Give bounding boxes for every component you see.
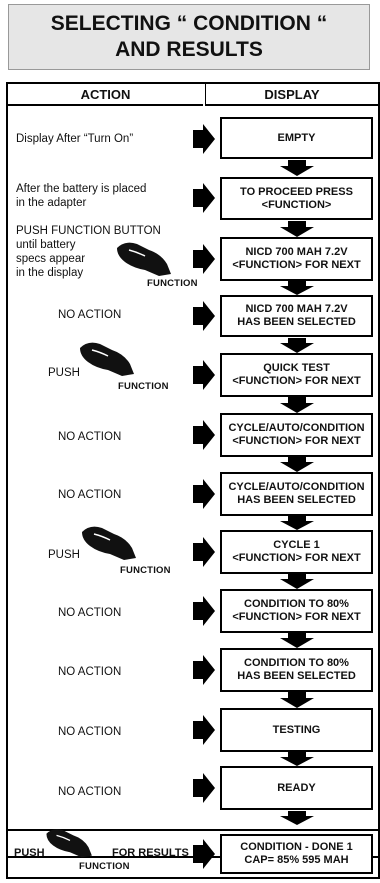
step-2-display-line-1: TO PROCEED PRESS bbox=[240, 185, 353, 198]
step-4-action: NO ACTION bbox=[58, 309, 122, 321]
step-8-display: CYCLE 1 <FUNCTION> FOR NEXT bbox=[220, 530, 373, 574]
step-13-display-line-2: CAP= 85% 595 MAH bbox=[244, 854, 349, 866]
table-frame-right bbox=[378, 82, 380, 858]
down-arrow-icon bbox=[280, 457, 314, 477]
step-7-display: CYCLE/AUTO/CONDITION HAS BEEN SELECTED bbox=[220, 472, 373, 516]
step-7-display-line-1: CYCLE/AUTO/CONDITION bbox=[228, 481, 365, 493]
step-8-action: PUSH bbox=[48, 549, 80, 561]
step-4-display: NICD 700 MAH 7.2V HAS BEEN SELECTED bbox=[220, 295, 373, 337]
step-13-display: CONDITION - DONE 1 CAP= 85% 595 MAH bbox=[220, 834, 373, 874]
step-7-action: NO ACTION bbox=[58, 489, 122, 501]
title-line-2: AND RESULTS bbox=[115, 38, 263, 61]
step-6-display-line-2: <FUNCTION> FOR NEXT bbox=[232, 435, 361, 447]
down-arrow-icon bbox=[280, 574, 314, 594]
step-8-function-button-label: FUNCTION bbox=[120, 565, 171, 576]
step-4-display-line-2: HAS BEEN SELECTED bbox=[237, 316, 356, 328]
table-frame bbox=[6, 82, 378, 858]
step-2-display: TO PROCEED PRESS <FUNCTION> bbox=[220, 177, 373, 220]
step-9-display: CONDITION TO 80% <FUNCTION> FOR NEXT bbox=[220, 589, 373, 633]
step-9-display-line-2: <FUNCTION> FOR NEXT bbox=[232, 611, 361, 623]
down-arrow-icon bbox=[280, 752, 314, 771]
down-arrow-icon bbox=[280, 221, 314, 242]
step-5-display-line-2: <FUNCTION> FOR NEXT bbox=[232, 375, 361, 387]
step-2-action-line-1: After the battery is placed bbox=[16, 183, 147, 195]
step-9-action: NO ACTION bbox=[58, 607, 122, 619]
finger-press-icon bbox=[40, 827, 100, 864]
down-arrow-icon bbox=[280, 397, 314, 418]
step-5-function-button-label: FUNCTION bbox=[118, 381, 169, 392]
step-3-display: NICD 700 MAH 7.2V <FUNCTION> FOR NEXT bbox=[220, 237, 373, 281]
step-8-display-line-2: <FUNCTION> FOR NEXT bbox=[232, 552, 361, 564]
step-4-display-line-1: NICD 700 MAH 7.2V bbox=[245, 303, 348, 315]
step-6-display-line-1: CYCLE/AUTO/CONDITION bbox=[228, 422, 365, 434]
down-arrow-icon bbox=[280, 338, 314, 358]
step-11-action: NO ACTION bbox=[58, 726, 122, 738]
step-2-display-line-2: <FUNCTION> bbox=[261, 198, 332, 211]
step-7-display-line-2: HAS BEEN SELECTED bbox=[237, 494, 356, 506]
step-10-display-line-2: HAS BEEN SELECTED bbox=[237, 670, 356, 682]
step-11-display: TESTING bbox=[220, 708, 373, 752]
results-row bbox=[6, 829, 380, 879]
down-arrow-icon bbox=[280, 160, 314, 181]
step-3-action-line-1: PUSH FUNCTION BUTTON bbox=[16, 225, 161, 237]
down-arrow-icon bbox=[280, 692, 314, 713]
step-13-action-suffix: FOR RESULTS bbox=[112, 847, 189, 859]
step-10-display-line-1: CONDITION TO 80% bbox=[244, 657, 349, 669]
step-12-action: NO ACTION bbox=[58, 786, 122, 798]
step-3-display-line-2: <FUNCTION> FOR NEXT bbox=[232, 259, 361, 271]
step-10-display: CONDITION TO 80% HAS BEEN SELECTED bbox=[220, 648, 373, 692]
step-11-display-line-1: TESTING bbox=[272, 723, 321, 736]
step-3-display-line-1: NICD 700 MAH 7.2V bbox=[245, 246, 348, 258]
step-13-display-line-1: CONDITION - DONE 1 bbox=[240, 841, 353, 853]
step-13-action: PUSH bbox=[14, 847, 45, 859]
step-3-action-line-2: until battery bbox=[16, 239, 76, 251]
step-5-display: QUICK TEST <FUNCTION> FOR NEXT bbox=[220, 353, 373, 397]
step-1-action: Display After “Turn On” bbox=[16, 133, 134, 145]
step-6-display: CYCLE/AUTO/CONDITION <FUNCTION> FOR NEXT bbox=[220, 413, 373, 457]
step-10-action: NO ACTION bbox=[58, 666, 122, 678]
step-5-action: PUSH bbox=[48, 367, 80, 379]
step-8-display-line-1: CYCLE 1 bbox=[273, 539, 320, 551]
step-13-function-button-label: FUNCTION bbox=[79, 861, 130, 872]
finger-press-icon bbox=[80, 524, 140, 567]
action-column-header: ACTION bbox=[8, 84, 203, 106]
down-arrow-icon bbox=[280, 281, 314, 300]
down-arrow-icon bbox=[280, 811, 314, 830]
down-arrow-icon bbox=[280, 633, 314, 653]
step-6-action: NO ACTION bbox=[58, 431, 122, 443]
step-2-action-line-2: in the adapter bbox=[16, 197, 87, 209]
step-5-display-line-1: QUICK TEST bbox=[263, 362, 330, 374]
step-1-display: EMPTY bbox=[220, 117, 373, 159]
down-arrow-icon bbox=[280, 516, 314, 535]
step-3-action-line-3: specs appear bbox=[16, 253, 86, 265]
display-column-header: DISPLAY bbox=[205, 84, 378, 106]
finger-press-icon bbox=[115, 240, 175, 283]
step-1-display-line-1: EMPTY bbox=[277, 131, 316, 144]
step-3-action: PUSH FUNCTION BUTTON until battery specs… bbox=[16, 224, 161, 280]
step-9-display-line-1: CONDITION TO 80% bbox=[244, 598, 349, 610]
page-title: SELECTING “ CONDITION “ AND RESULTS bbox=[8, 4, 370, 70]
title-line-1: SELECTING “ CONDITION “ bbox=[50, 12, 328, 35]
step-12-display: READY bbox=[220, 766, 373, 810]
step-12-display-line-1: READY bbox=[277, 781, 316, 794]
step-3-action-line-4: in the display bbox=[16, 267, 84, 279]
step-3-function-button-label: FUNCTION bbox=[147, 278, 198, 289]
step-2-action: After the battery is placed in the adapt… bbox=[16, 182, 146, 210]
finger-press-icon bbox=[78, 340, 138, 383]
